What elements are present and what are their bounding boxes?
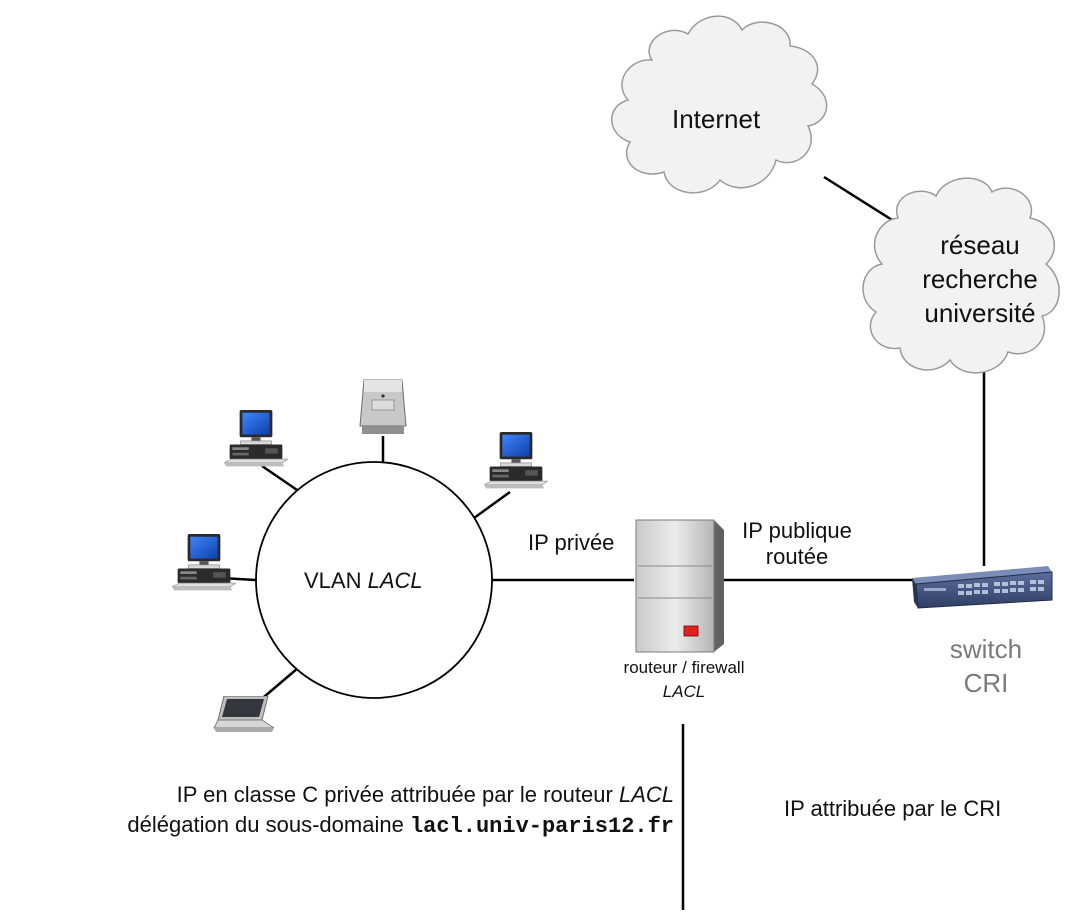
vlan-name: LACL: [367, 568, 423, 593]
cloud-internet: [611, 15, 828, 194]
router-firewall-icon: [635, 519, 724, 653]
vlan-label: VLAN LACL: [304, 568, 423, 594]
link-pc-top-right: [473, 490, 511, 520]
left-note-line-2: délégation du sous-domaine lacl.univ-par…: [127, 810, 674, 842]
switch-label: switch CRI: [924, 632, 1048, 700]
research-network-line-3: université: [924, 298, 1036, 328]
left-note-line-1-text: IP en classe C privée attribuée par le r…: [176, 782, 613, 807]
private-ip-label: IP privée: [528, 530, 615, 555]
subdomain: lacl.univ-paris12.fr: [409, 814, 674, 839]
cloud-research: [862, 177, 1060, 374]
router-label-line: routeur / firewall: [623, 658, 745, 677]
router-name: LACL: [662, 682, 706, 701]
public-ip-line-2: routée: [765, 544, 829, 569]
desktop-left-icon: [172, 534, 236, 591]
vlan-ring: [255, 461, 493, 699]
switch-label-line-1: switch: [949, 634, 1023, 664]
desktop-top-left-icon: [224, 410, 288, 467]
printer-icon: [359, 379, 407, 434]
left-note-line-2-text: délégation du sous-domaine: [127, 812, 404, 837]
right-note: IP attribuée par le CRI: [784, 796, 1002, 821]
research-network-line-2: recherche: [922, 264, 1038, 294]
switch-icon: [912, 566, 1053, 609]
vlan-prefix: VLAN: [304, 568, 362, 593]
switch-label-line-2: CRI: [963, 668, 1009, 698]
left-note-router-name: LACL: [618, 782, 674, 807]
desktop-top-right-icon: [484, 432, 548, 489]
public-ip-line-1: IP publique: [742, 518, 852, 543]
router-label: routeur / firewall LACL: [586, 656, 782, 704]
internet-label: Internet: [672, 104, 761, 134]
research-network-line-1: réseau: [940, 230, 1020, 260]
link-pc-top-left: [261, 464, 301, 494]
research-network-label: réseau recherche université: [908, 228, 1052, 330]
laptop-icon: [213, 696, 274, 733]
left-note: IP en classe C privée attribuée par le r…: [127, 780, 674, 842]
public-ip-label: IP publique routée: [728, 518, 866, 570]
left-note-line-1: IP en classe C privée attribuée par le r…: [127, 780, 674, 810]
